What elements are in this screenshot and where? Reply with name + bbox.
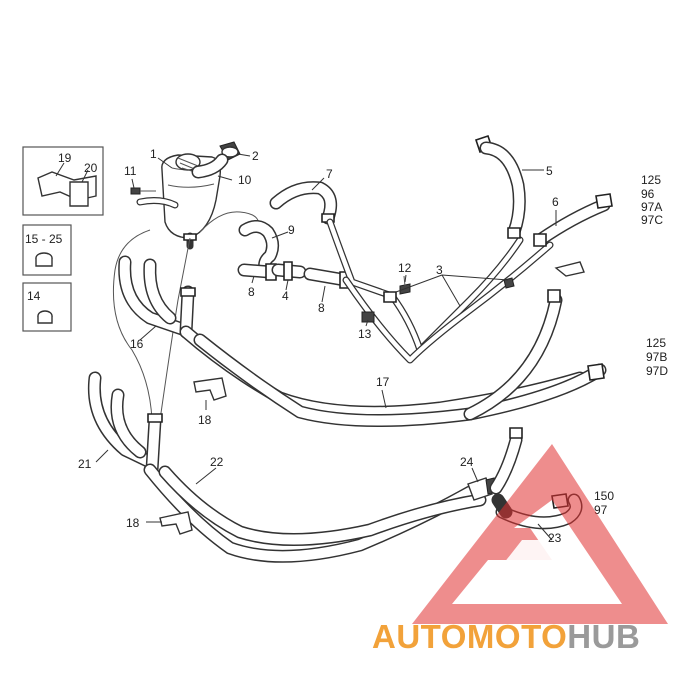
label-10: 10	[238, 173, 252, 187]
label-4: 4	[282, 289, 289, 303]
hose-5	[474, 134, 526, 239]
label-8b: 8	[318, 301, 325, 315]
bracket-18-upper	[193, 377, 227, 401]
hose-21	[87, 371, 163, 477]
model-code: 97D	[646, 364, 668, 378]
callout-labels: 1 2 10 11 7 9 5 6 12 3 8 4 8 13 16 17 18…	[25, 147, 562, 545]
model-codes-b: 125 97B 97D	[646, 336, 668, 378]
label-6: 6	[552, 195, 559, 209]
expansion-tank	[130, 141, 241, 250]
hose-6	[533, 193, 613, 247]
label-1: 1	[150, 147, 157, 161]
watermark-hub: HUB	[567, 618, 640, 655]
label-5: 5	[546, 164, 553, 178]
fitting-24	[467, 427, 523, 501]
label-9: 9	[288, 223, 295, 237]
watermark-text: AUTOMOTOHUB	[372, 618, 640, 655]
model-code: 96	[641, 187, 655, 201]
label-18a: 18	[198, 413, 212, 427]
watermark-auto: AUTO	[372, 618, 467, 655]
label-23: 23	[548, 531, 562, 545]
nut-13	[361, 311, 375, 323]
bracket-18-lower	[159, 511, 193, 535]
hose-17	[179, 289, 607, 427]
inset-box-14	[22, 282, 72, 332]
hose-9	[238, 220, 280, 277]
model-code: 97C	[641, 213, 663, 227]
label-15-25: 15 - 25	[25, 232, 63, 246]
bracket-right	[503, 261, 585, 289]
label-3: 3	[436, 263, 443, 277]
label-14: 14	[27, 289, 41, 303]
model-code: 150	[594, 489, 614, 503]
watermark-moto: MOTO	[467, 618, 567, 655]
model-code: 97A	[641, 200, 662, 214]
label-16: 16	[130, 337, 144, 351]
model-code: 125	[646, 336, 666, 350]
hose-22	[143, 463, 487, 563]
model-codes-c: 150 97	[594, 489, 614, 517]
label-12: 12	[398, 261, 412, 275]
inset-box-19-20	[22, 146, 104, 216]
label-20: 20	[84, 161, 98, 175]
watermark-logo: AUTOMOTOHUB	[372, 444, 668, 655]
label-2: 2	[252, 149, 259, 163]
label-7: 7	[326, 167, 333, 181]
fitting-4	[271, 261, 307, 281]
inset-box-15-25	[22, 224, 72, 276]
label-8a: 8	[248, 285, 255, 299]
hose-7	[269, 181, 338, 225]
label-18b: 18	[126, 516, 140, 530]
label-17: 17	[376, 375, 390, 389]
pipe-3	[326, 218, 554, 364]
label-24: 24	[460, 455, 474, 469]
leader-lines	[95, 153, 557, 541]
label-11: 11	[124, 164, 137, 178]
model-code: 97B	[646, 350, 667, 364]
label-19: 19	[58, 151, 72, 165]
model-codes-a: 125 96 97A 97C	[641, 173, 663, 227]
hose-8-left	[237, 263, 277, 281]
model-code: 125	[641, 173, 661, 187]
label-13: 13	[358, 327, 372, 341]
label-22: 22	[210, 455, 224, 469]
hose-16	[118, 255, 196, 339]
model-code: 97	[594, 503, 608, 517]
label-21: 21	[78, 457, 92, 471]
